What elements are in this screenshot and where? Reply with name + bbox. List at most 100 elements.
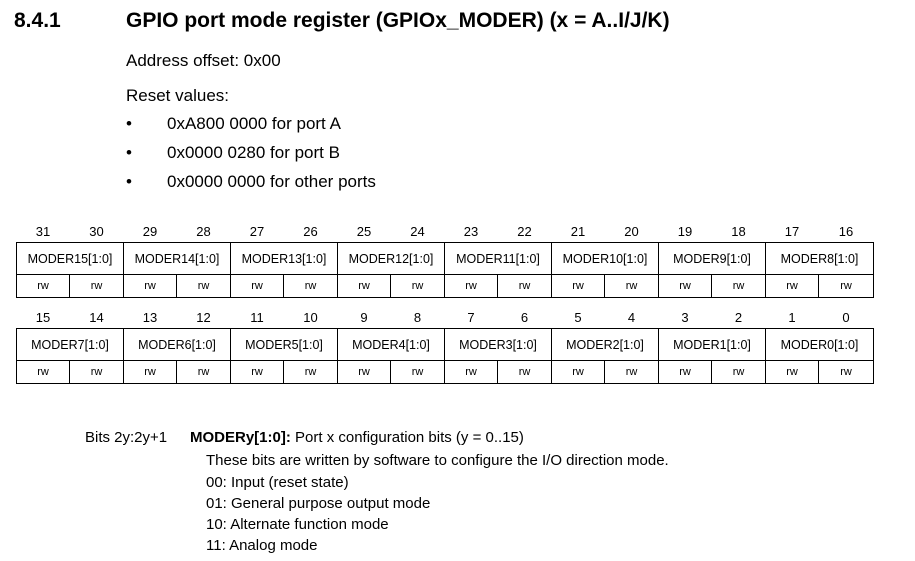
bullet-icon: • xyxy=(126,172,132,191)
reset-value-item: 0xA800 0000 for port A xyxy=(167,114,341,133)
access-type: rw xyxy=(390,360,445,384)
access-type: rw xyxy=(123,274,177,298)
mode-option: 00: Input (reset state) xyxy=(206,474,349,491)
access-type: rw xyxy=(497,274,552,298)
access-type: rw xyxy=(551,274,605,298)
access-type: rw xyxy=(818,360,874,384)
register-field: MODER4[1:0] xyxy=(337,328,445,361)
register-field: MODER0[1:0] xyxy=(765,328,874,361)
bit-number: 13 xyxy=(142,310,158,325)
bit-number: 29 xyxy=(142,224,158,239)
register-field: MODER1[1:0] xyxy=(658,328,766,361)
register-field: MODER11[1:0] xyxy=(444,242,552,275)
access-type: rw xyxy=(230,274,284,298)
bit-number: 7 xyxy=(467,310,475,325)
bit-number: 14 xyxy=(89,310,104,325)
register-field: MODER3[1:0] xyxy=(444,328,552,361)
access-type: rw xyxy=(551,360,605,384)
bit-number: 23 xyxy=(463,224,479,239)
bit-number: 2 xyxy=(734,310,743,325)
field-name-row: MODER15[1:0]MODER14[1:0]MODER13[1:0]MODE… xyxy=(16,242,874,275)
description-line: These bits are written by software to co… xyxy=(206,452,669,469)
access-type: rw xyxy=(176,274,231,298)
access-type: rw xyxy=(658,274,712,298)
bit-number: 25 xyxy=(356,224,372,239)
bit-number: 17 xyxy=(784,224,800,239)
access-type: rw xyxy=(16,360,70,384)
bit-number: 28 xyxy=(196,224,211,239)
access-type: rw xyxy=(818,274,874,298)
bit-number: 15 xyxy=(35,310,51,325)
bit-number: 6 xyxy=(520,310,529,325)
bit-number: 4 xyxy=(627,310,636,325)
reset-value-item: 0x0000 0000 for other ports xyxy=(167,172,376,191)
bit-number: 20 xyxy=(624,224,639,239)
bit-number: 10 xyxy=(303,310,318,325)
field-summary: Port x configuration bits (y = 0..15) xyxy=(290,429,524,446)
access-type: rw xyxy=(444,274,498,298)
bit-number: 11 xyxy=(250,310,264,325)
access-type: rw xyxy=(711,360,766,384)
access-type: rw xyxy=(604,360,659,384)
access-type: rw xyxy=(658,360,712,384)
bit-number: 9 xyxy=(360,310,368,325)
access-type: rw xyxy=(337,360,391,384)
register-field: MODER13[1:0] xyxy=(230,242,338,275)
register-field: MODER10[1:0] xyxy=(551,242,659,275)
bit-number: 30 xyxy=(89,224,104,239)
access-type: rw xyxy=(765,360,819,384)
register-field: MODER9[1:0] xyxy=(658,242,766,275)
bit-number: 18 xyxy=(731,224,746,239)
access-type: rw xyxy=(444,360,498,384)
bit-number: 1 xyxy=(788,310,796,325)
register-field: MODER5[1:0] xyxy=(230,328,338,361)
reset-values-label: Reset values: xyxy=(126,86,229,105)
bit-number: 26 xyxy=(303,224,318,239)
bit-number: 8 xyxy=(413,310,422,325)
bit-number: 24 xyxy=(410,224,425,239)
bit-number: 3 xyxy=(681,310,689,325)
access-type: rw xyxy=(337,274,391,298)
bit-number: 31 xyxy=(35,224,51,239)
register-field: MODER14[1:0] xyxy=(123,242,231,275)
bit-number: 19 xyxy=(677,224,693,239)
bits-label: Bits 2y:2y+1 xyxy=(85,429,168,446)
bit-number: 12 xyxy=(196,310,211,325)
section-title: GPIO port mode register (GPIOx_MODER) (x… xyxy=(126,9,670,32)
access-type: rw xyxy=(497,360,552,384)
access-type: rw xyxy=(69,360,124,384)
register-field: MODER8[1:0] xyxy=(765,242,874,275)
bit-number: 0 xyxy=(842,310,850,325)
bit-number: 27 xyxy=(249,224,265,239)
bit-number: 21 xyxy=(570,224,586,239)
access-type: rw xyxy=(123,360,177,384)
access-type: rw xyxy=(176,360,231,384)
register-field: MODER6[1:0] xyxy=(123,328,231,361)
bullet-icon: • xyxy=(126,143,132,162)
access-type: rw xyxy=(69,274,124,298)
field-name: MODERy[1:0]: xyxy=(190,429,291,446)
bullet-icon: • xyxy=(126,114,132,133)
register-field: MODER12[1:0] xyxy=(337,242,445,275)
field-name-row: MODER7[1:0]MODER6[1:0]MODER5[1:0]MODER4[… xyxy=(16,328,874,361)
access-type: rw xyxy=(711,274,766,298)
access-type: rw xyxy=(16,274,70,298)
register-field: MODER2[1:0] xyxy=(551,328,659,361)
mode-option: 01: General purpose output mode xyxy=(206,495,431,512)
access-type: rw xyxy=(283,360,338,384)
register-field: MODER7[1:0] xyxy=(16,328,124,361)
access-type: rw xyxy=(230,360,284,384)
bit-number: 5 xyxy=(574,310,582,325)
reset-value-item: 0x0000 0280 for port B xyxy=(167,143,340,162)
address-offset: Address offset: 0x00 xyxy=(126,51,281,70)
access-type: rw xyxy=(390,274,445,298)
section-number: 8.4.1 xyxy=(14,9,61,32)
mode-option: 10: Alternate function mode xyxy=(206,516,389,533)
bit-number: 16 xyxy=(838,224,854,239)
